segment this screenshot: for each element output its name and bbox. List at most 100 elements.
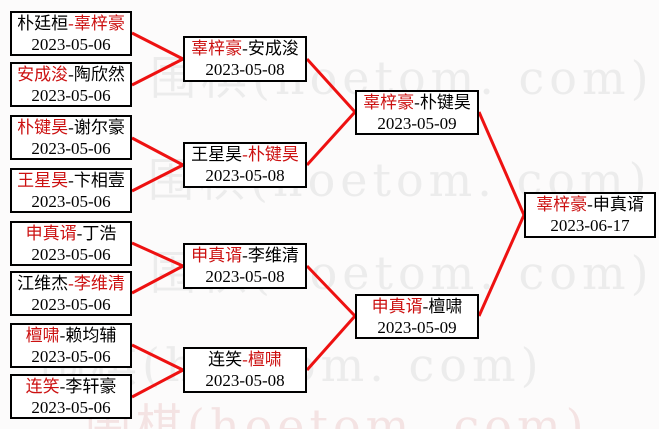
players-separator: - <box>414 92 420 112</box>
match-box-r16-8: 连笑-李轩豪 2023-05-06 <box>10 374 132 419</box>
connector-line <box>131 163 184 193</box>
match-date: 2023-05-06 <box>31 85 111 105</box>
player1-name: 申真谞 <box>25 223 77 243</box>
player2-name: 李轩豪 <box>65 376 117 396</box>
players-separator: - <box>242 246 248 265</box>
connector-line <box>131 241 184 268</box>
match-date: 2023-06-17 <box>550 216 630 235</box>
players-separator: - <box>68 117 74 137</box>
match-box-r16-5: 申真谞-丁浩 2023-05-06 <box>10 221 132 266</box>
connector-line <box>305 57 357 114</box>
player2-name: 丁浩 <box>82 223 117 243</box>
match-players: 辜梓豪-安成浚 <box>191 38 299 59</box>
match-box-qf-1: 辜梓豪-安成浚 2023-05-08 <box>183 36 307 82</box>
player2-name: 朴键昊 <box>419 92 471 112</box>
players-separator: - <box>59 325 66 345</box>
match-date: 2023-05-06 <box>31 244 111 264</box>
match-players: 辜梓豪-朴键昊 <box>363 92 471 113</box>
match-date: 2023-05-09 <box>377 317 457 337</box>
players-separator: - <box>68 170 74 190</box>
connector-line <box>305 315 357 371</box>
player1-name: 申真谞 <box>371 296 423 316</box>
match-players: 江维杰-李维清 <box>17 273 125 294</box>
player2-name: 陶欣然 <box>73 64 125 84</box>
match-box-r16-1: 朴廷桓-辜梓豪 2023-05-06 <box>10 11 132 56</box>
player2-name: 朴键昊 <box>247 145 299 164</box>
player2-name: 赖均辅 <box>65 325 117 345</box>
player2-name: 辜梓豪 <box>73 13 125 33</box>
match-box-qf-3: 申真谞-李维清 2023-05-08 <box>183 243 307 289</box>
match-box-sf-2: 申真谞-檀啸 2023-05-09 <box>355 294 479 339</box>
connector-line <box>131 136 184 167</box>
players-separator: - <box>76 223 83 243</box>
players-separator: - <box>68 13 74 33</box>
players-separator: - <box>422 296 429 316</box>
match-players: 申真谞-檀啸 <box>372 296 463 317</box>
match-players: 连笑-檀啸 <box>208 349 282 370</box>
match-date: 2023-05-08 <box>205 267 285 286</box>
match-players: 朴键昊-谢尔豪 <box>17 117 125 138</box>
match-box-qf-2: 王星昊-朴键昊 2023-05-08 <box>183 142 307 188</box>
players-separator: - <box>242 39 248 58</box>
match-players: 申真谞-丁浩 <box>26 223 117 244</box>
match-date: 2023-05-06 <box>31 397 111 417</box>
match-box-r16-3: 朴键昊-谢尔豪 2023-05-06 <box>10 115 132 160</box>
connector-line <box>131 264 184 295</box>
player1-name: 朴键昊 <box>17 117 69 137</box>
players-separator: - <box>587 195 593 214</box>
match-box-r16-7: 檀啸-赖均辅 2023-05-06 <box>10 323 132 368</box>
player1-name: 王星昊 <box>17 170 69 190</box>
player2-name: 卞相壹 <box>73 170 125 190</box>
player1-name: 安成浚 <box>17 64 69 84</box>
connector-line <box>131 343 184 372</box>
connector-line <box>477 214 526 317</box>
connector-line <box>131 31 184 61</box>
match-date: 2023-05-06 <box>31 34 111 54</box>
match-date: 2023-05-06 <box>31 191 111 211</box>
match-players: 朴廷桓-辜梓豪 <box>17 13 125 34</box>
match-players: 安成浚-陶欣然 <box>17 64 125 85</box>
players-separator: - <box>59 376 66 396</box>
players-separator: - <box>242 145 248 164</box>
match-players: 申真谞-李维清 <box>191 245 299 266</box>
player1-name: 连笑 <box>208 350 243 369</box>
match-date: 2023-05-06 <box>31 138 111 158</box>
player1-name: 朴廷桓 <box>17 13 69 33</box>
watermark-text: 围棋(hoetom. com) <box>85 399 589 429</box>
match-box-sf-1: 辜梓豪-朴键昊 2023-05-09 <box>355 90 479 135</box>
players-separator: - <box>68 273 74 293</box>
player1-name: 王星昊 <box>191 145 243 164</box>
player2-name: 李维清 <box>247 246 299 265</box>
player1-name: 辜梓豪 <box>191 39 243 58</box>
connector-line <box>305 264 357 318</box>
match-players: 王星昊-朴键昊 <box>191 144 299 165</box>
match-date: 2023-05-08 <box>205 371 285 390</box>
match-box-qf-4: 连笑-檀啸 2023-05-08 <box>183 347 307 393</box>
player1-name: 辜梓豪 <box>363 92 415 112</box>
player2-name: 李维清 <box>73 273 125 293</box>
player2-name: 檀啸 <box>247 350 282 369</box>
connector-line <box>131 368 184 399</box>
match-box-r16-6: 江维杰-李维清 2023-05-06 <box>10 271 132 316</box>
player2-name: 申真谞 <box>592 195 644 214</box>
connector-line <box>305 110 357 167</box>
match-box-r16-4: 王星昊-卞相壹 2023-05-06 <box>10 168 132 213</box>
match-date: 2023-05-08 <box>205 60 285 79</box>
player1-name: 连笑 <box>25 376 60 396</box>
match-players: 连笑-李轩豪 <box>26 376 117 397</box>
player2-name: 檀啸 <box>428 296 463 316</box>
player2-name: 安成浚 <box>247 39 299 58</box>
match-box-r16-2: 安成浚-陶欣然 2023-05-06 <box>10 62 132 107</box>
player1-name: 江维杰 <box>17 273 69 293</box>
player2-name: 谢尔豪 <box>73 117 125 137</box>
match-date: 2023-05-06 <box>31 294 111 314</box>
match-box-final: 辜梓豪-申真谞 2023-06-17 <box>524 192 656 238</box>
match-players: 檀啸-赖均辅 <box>26 325 117 346</box>
player1-name: 檀啸 <box>25 325 60 345</box>
match-date: 2023-05-09 <box>377 113 457 133</box>
connector-line <box>477 111 526 216</box>
connector-line <box>131 57 184 87</box>
match-players: 王星昊-卞相壹 <box>17 170 125 191</box>
